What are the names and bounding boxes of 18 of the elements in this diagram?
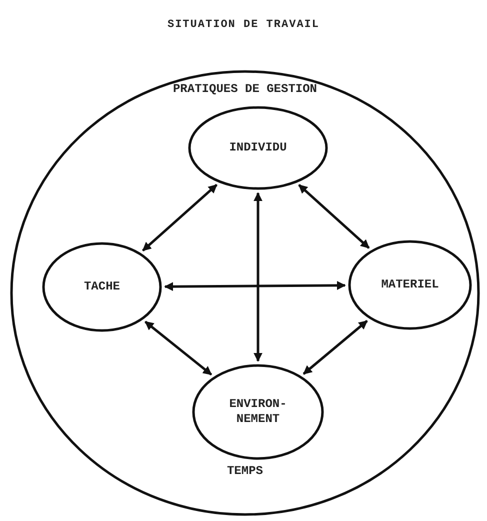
- circle-boundary: [10, 70, 480, 516]
- ellipse-node: [188, 106, 328, 190]
- node-label: ENVIRON- NEMENT: [228, 397, 288, 427]
- double-arrow: [302, 320, 368, 375]
- node-label: INDIVIDU: [228, 140, 288, 156]
- node-label: MATERIEL: [380, 278, 440, 292]
- ellipse-node: [348, 240, 472, 330]
- double-arrow: [142, 184, 218, 252]
- diagram-title: SITUATION DE TRAVAIL: [166, 19, 321, 31]
- double-arrow: [144, 320, 212, 376]
- node-label: TACHE: [82, 280, 121, 294]
- ellipse-node: [192, 364, 324, 460]
- node-label: TEMPS: [226, 464, 264, 479]
- node-label: PRATIQUES DE GESTION: [172, 82, 318, 97]
- double-arrow: [298, 184, 370, 249]
- double-arrow: [164, 280, 346, 292]
- double-arrow: [254, 192, 262, 362]
- ellipse-node: [42, 242, 162, 332]
